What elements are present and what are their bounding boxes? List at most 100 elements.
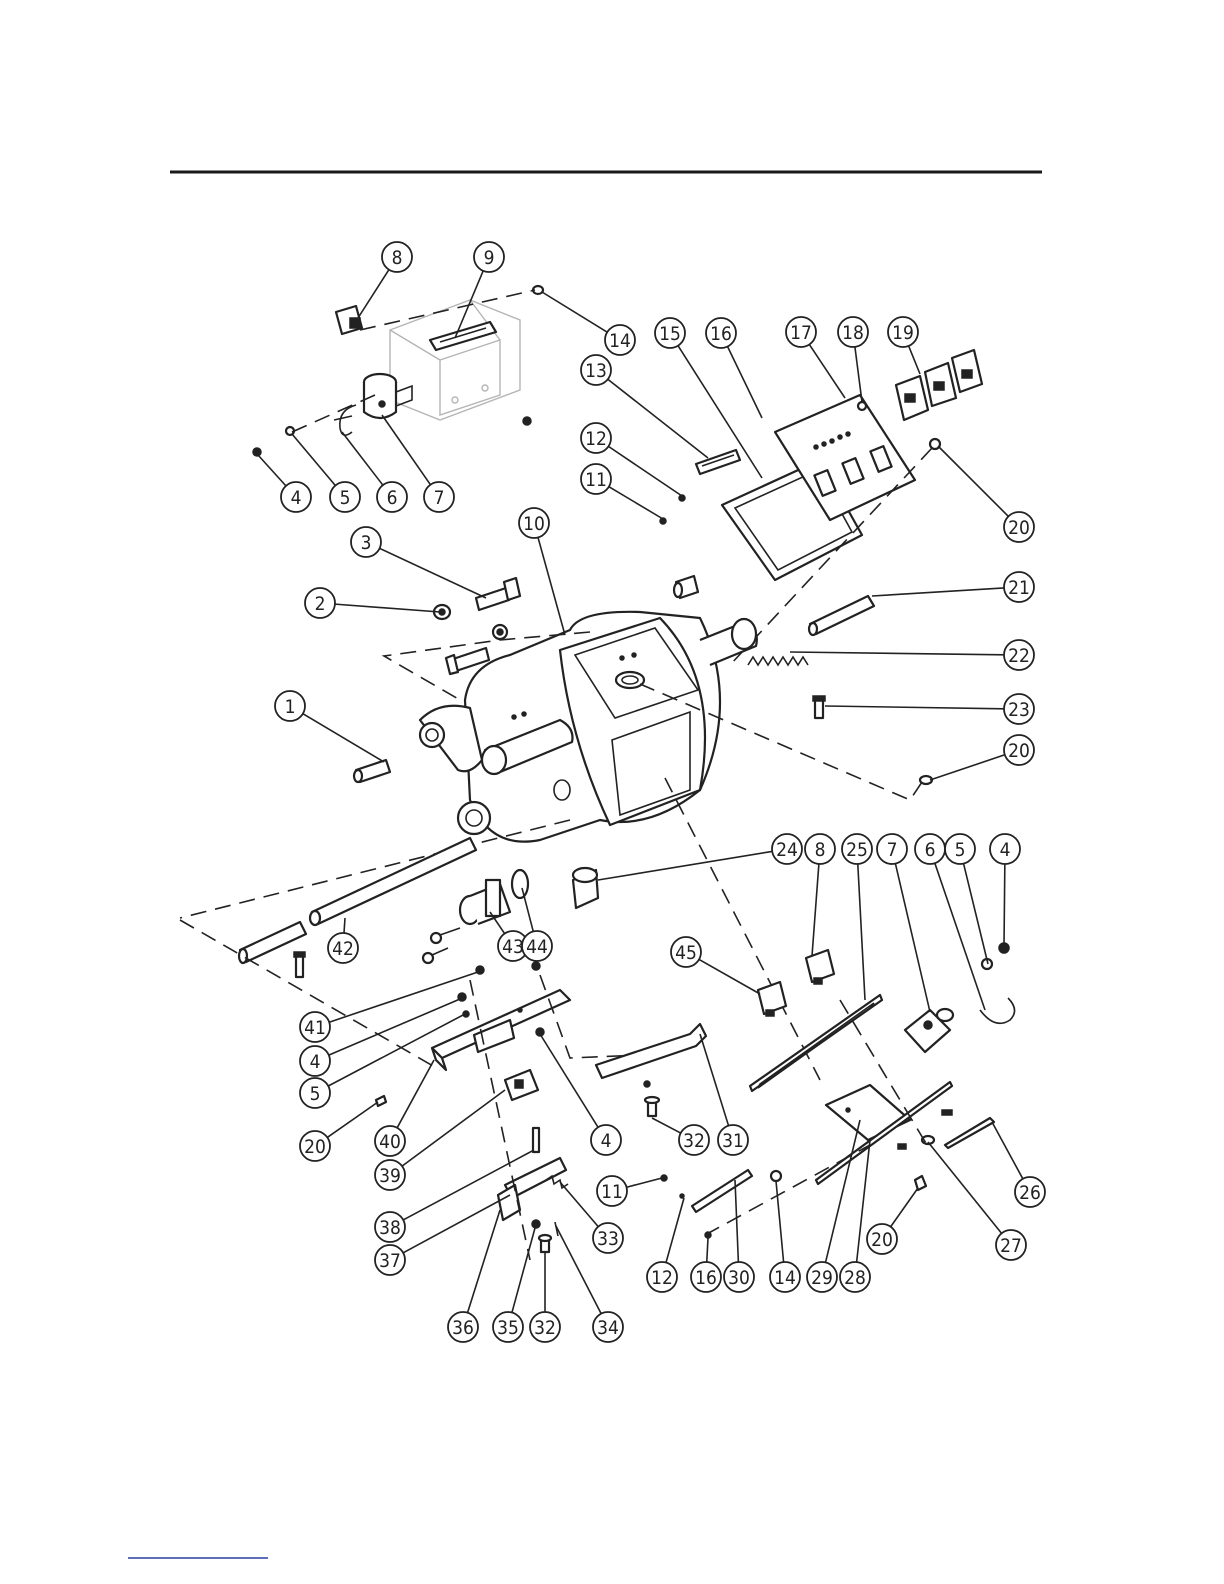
callout-22: 22 [1004, 640, 1034, 670]
callout-26: 26 [1015, 1177, 1045, 1207]
callout-3: 3 [351, 527, 381, 557]
callout-number: 32 [683, 1130, 705, 1152]
dash-nut [292, 395, 375, 432]
leader-26 [992, 1122, 1023, 1179]
leader-31 [700, 1034, 729, 1126]
callout-25: 25 [842, 834, 872, 864]
leader-8 [812, 864, 819, 956]
callout-34: 34 [593, 1312, 623, 1342]
leader-20 [938, 446, 1008, 516]
leader-39 [402, 1090, 505, 1166]
part-20-screw-low [915, 1176, 926, 1190]
leader-5 [964, 864, 988, 964]
leader-8 [358, 270, 389, 318]
leader-27 [928, 1142, 1002, 1233]
spacer-top [674, 576, 698, 598]
callout-number: 26 [1019, 1182, 1041, 1204]
part-18-screw [858, 402, 866, 410]
part-22-spring [748, 657, 808, 665]
leader-25 [858, 864, 865, 1000]
callout-9: 9 [474, 242, 504, 272]
leader-4 [1004, 864, 1005, 946]
dash-42 [180, 820, 570, 918]
callout-36: 36 [448, 1312, 478, 1342]
callout-number: 6 [387, 487, 398, 509]
callout-number: 8 [815, 839, 826, 861]
callout-number: 22 [1008, 645, 1030, 667]
callout-number: 3 [361, 532, 372, 554]
callout-number: 7 [887, 839, 898, 861]
callout-number: 11 [585, 469, 607, 491]
callout-number: 4 [601, 1130, 612, 1152]
callout-19: 19 [888, 317, 918, 347]
callout-number: 18 [842, 322, 864, 344]
part-45-switch [758, 982, 786, 1016]
callout-number: 40 [379, 1131, 401, 1153]
callout-32: 32 [530, 1312, 560, 1342]
callout-number: 4 [1000, 839, 1011, 861]
spacer-a [942, 1110, 952, 1115]
callout-16: 16 [706, 318, 736, 348]
callout-39: 39 [375, 1160, 405, 1190]
callout-1: 1 [275, 691, 305, 721]
part-6-wire-low [980, 998, 1015, 1023]
leader-40 [397, 1060, 434, 1128]
callout-29: 29 [807, 1262, 837, 1292]
callout-12: 12 [581, 423, 611, 453]
callout-5: 5 [300, 1078, 330, 1108]
callout-number: 27 [1000, 1235, 1022, 1257]
leader-37 [403, 1195, 510, 1253]
part-1-pin [354, 760, 390, 782]
callout-11: 11 [597, 1176, 627, 1206]
callout-number: 30 [728, 1267, 750, 1289]
callout-number: 5 [955, 839, 966, 861]
part-37-lever [498, 1158, 566, 1220]
stud-left [294, 952, 305, 977]
callout-32: 32 [679, 1125, 709, 1155]
callout-20: 20 [1004, 512, 1034, 542]
dash-31 [540, 975, 640, 1058]
leader-4 [258, 455, 286, 486]
callout-8: 8 [382, 242, 412, 272]
part-33-spring [546, 1176, 568, 1188]
leader-7 [895, 864, 930, 1012]
callout-number: 17 [790, 322, 812, 344]
leader-16 [728, 347, 762, 418]
callout-11: 11 [581, 464, 611, 494]
callout-number: 39 [379, 1165, 401, 1187]
callout-42: 42 [328, 933, 358, 963]
part-10-main-housing [420, 612, 757, 842]
leader-18 [855, 347, 862, 402]
leader-20 [930, 755, 1005, 780]
callout-number: 7 [434, 487, 445, 509]
callout-7: 7 [877, 834, 907, 864]
part-28-base-plate [826, 1085, 910, 1140]
leader-35 [512, 1228, 535, 1313]
callout-number: 34 [597, 1317, 619, 1339]
leader-30 [735, 1180, 738, 1262]
callout-20: 20 [1004, 735, 1034, 765]
part-7-solenoid-low [905, 1009, 953, 1052]
callout-27: 27 [996, 1230, 1026, 1260]
part-44-washer [512, 870, 528, 898]
callout-number: 16 [710, 323, 732, 345]
callout-number: 38 [379, 1217, 401, 1239]
callout-number: 33 [597, 1228, 619, 1250]
callout-number: 28 [844, 1267, 866, 1289]
leader-4 [540, 1034, 598, 1127]
leader-21 [872, 588, 1004, 596]
callout-number: 20 [1008, 740, 1030, 762]
bracket-nut [523, 417, 531, 425]
callout-16: 16 [691, 1262, 721, 1292]
callout-12: 12 [647, 1262, 677, 1292]
part-4-nut-top [253, 448, 261, 456]
leader-6 [342, 432, 383, 485]
leader-19 [909, 346, 920, 374]
callout-number: 5 [310, 1083, 321, 1105]
callout-20: 20 [300, 1131, 330, 1161]
callout-14: 14 [770, 1262, 800, 1292]
callout-23: 23 [1004, 694, 1034, 724]
leader-5 [292, 434, 335, 486]
part-12-washer-low [680, 1194, 684, 1198]
spacer-b [898, 1144, 906, 1149]
